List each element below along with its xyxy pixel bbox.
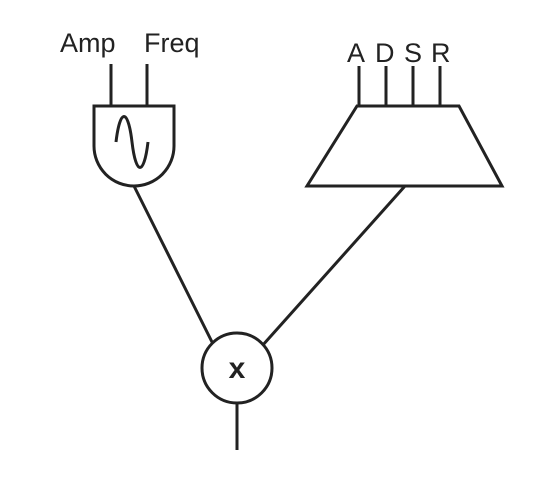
- multiply-symbol: x: [229, 352, 246, 385]
- amp-label: Amp: [60, 28, 116, 58]
- decay-label: D: [375, 38, 395, 68]
- oscillator-output-wire: [132, 185, 216, 347]
- envelope-block: [304, 104, 505, 188]
- freq-label: Freq: [144, 28, 200, 58]
- envelope-output-wire: [260, 185, 407, 347]
- release-label: R: [431, 38, 451, 68]
- attack-label: A: [347, 38, 365, 68]
- sine-wave-icon: [114, 115, 150, 169]
- sustain-label: S: [404, 38, 422, 68]
